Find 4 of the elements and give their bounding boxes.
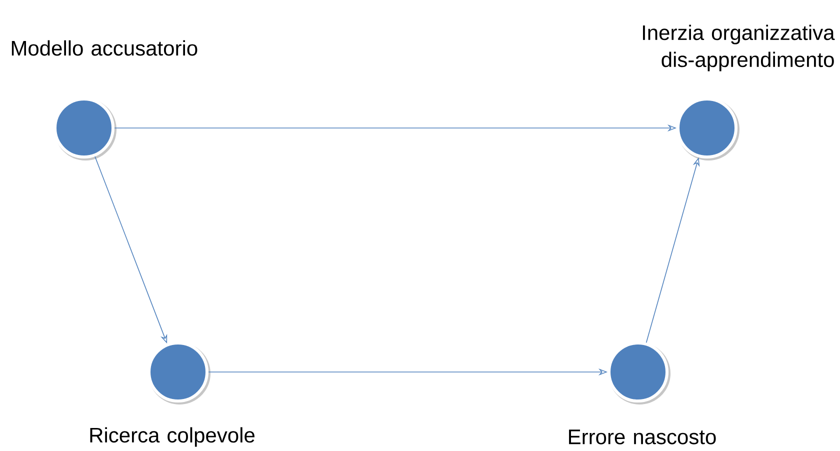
node-label: Ricerca colpevole [90,427,254,447]
node-label: Inerzia organizzativa dis-apprendimento [642,24,835,72]
node-label: Errore nascosto [569,430,716,444]
node-label: Modello accusatorio [12,40,198,56]
